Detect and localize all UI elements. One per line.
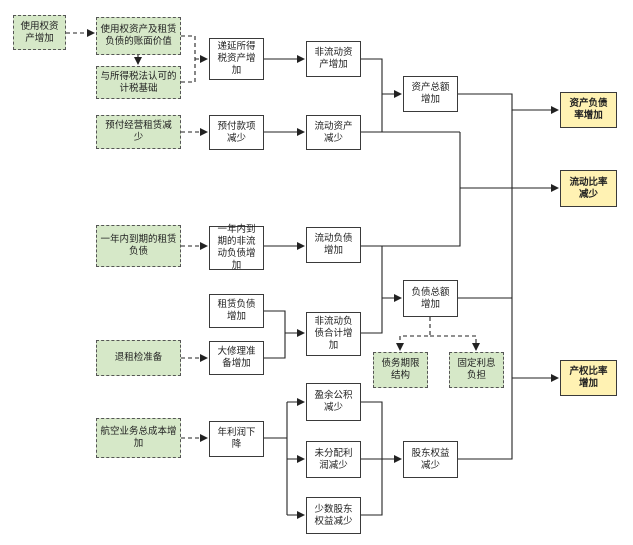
edge-bracket-liab xyxy=(264,310,286,359)
node-label: 非流动负 债合计增 加 xyxy=(314,316,353,351)
node-shareholder-equity: 股东权益 减少 xyxy=(403,441,458,478)
node-label: 航空业务总成本增 加 xyxy=(100,426,177,449)
node-label: 固定利息 负担 xyxy=(457,358,496,381)
edge-to-debt-maturity xyxy=(396,317,431,351)
node-total-assets: 资产总额 增加 xyxy=(403,76,458,112)
node-label: 大修理准 备增加 xyxy=(217,346,256,369)
node-label: 流动负债 增加 xyxy=(314,233,353,256)
node-label: 递延所得 税资产增 加 xyxy=(217,41,256,76)
node-label: 未分配利 润减少 xyxy=(314,447,353,471)
node-noncurrent-assets: 非流动资 产增加 xyxy=(306,41,361,77)
edge-equity-to-bus xyxy=(458,378,513,460)
node-label: 少数股东 权益减少 xyxy=(314,503,353,527)
node-label: 资产总额 增加 xyxy=(411,82,450,105)
node-overhaul-reserve: 大修理准 备增加 xyxy=(209,341,264,375)
node-label: 流动资产 减少 xyxy=(314,120,353,144)
node-lease-due-one-year: 一年内到期的租赁 负债 xyxy=(96,225,181,267)
node-label: 资产负债 率增加 xyxy=(569,98,608,121)
edge-bracket xyxy=(181,35,196,83)
node-current-ratio: 流动比率 减少 xyxy=(560,170,617,207)
node-fixed-interest: 固定利息 负担 xyxy=(449,352,504,388)
node-current-assets: 流动资产 减少 xyxy=(306,115,361,150)
node-label: 预付款项 减少 xyxy=(217,120,256,144)
edge-current-liab-run xyxy=(361,188,461,247)
node-label: 股东权益 减少 xyxy=(411,447,450,471)
node-label: 租赁负债 增加 xyxy=(217,299,256,322)
node-label: 产权比率 增加 xyxy=(569,366,608,389)
node-label: 一年内到期的租赁 负债 xyxy=(100,234,177,257)
node-total-liabilities: 负债总额 增加 xyxy=(403,280,458,317)
node-label: 使用权资产及租赁 负债的账面价值 xyxy=(100,24,177,47)
edge-assets-to-alr xyxy=(458,93,559,114)
edge-to-fixed-interest xyxy=(430,335,480,351)
node-label: 使用权资 产增加 xyxy=(20,20,59,44)
node-debt-maturity: 债务期限 结构 xyxy=(373,352,428,388)
node-prepaid-lease: 预付经营租赁减 少 xyxy=(96,115,181,149)
node-label: 与所得税法认可的 计税基础 xyxy=(100,70,177,94)
node-noncurrent-liabilities: 非流动负 债合计增 加 xyxy=(306,312,361,356)
node-deferred-tax-asset: 递延所得 税资产增 加 xyxy=(209,38,264,80)
node-right-of-use-increase: 使用权资 产增加 xyxy=(13,15,66,50)
node-minority-equity: 少数股东 权益减少 xyxy=(306,497,361,534)
node-asset-liability-ratio: 资产负债 率增加 xyxy=(560,92,617,128)
node-label: 预付经营租赁减 少 xyxy=(105,120,172,143)
node-aviation-cost: 航空业务总成本增 加 xyxy=(96,418,181,458)
node-label: 流动比率 减少 xyxy=(569,176,608,200)
node-current-liabilities: 流动负债 增加 xyxy=(306,227,361,263)
node-undistributed-profit: 未分配利 润减少 xyxy=(306,441,361,478)
node-label: 负债总额 增加 xyxy=(411,286,450,310)
node-lease-liabilities: 租赁负债 增加 xyxy=(209,294,264,328)
node-noncurrent-due-one-year: 一年内到 期的非流 动负债增 加 xyxy=(209,224,264,271)
node-equity-ratio: 产权比率 增加 xyxy=(560,360,617,396)
node-rou-lease-book-value: 使用权资产及租赁 负债的账面价值 xyxy=(96,17,181,55)
node-label: 一年内到 期的非流 动负债增 加 xyxy=(217,224,256,271)
node-tax-basis: 与所得税法认可的 计税基础 xyxy=(96,66,181,99)
node-surplus-reserve: 盈余公积 减少 xyxy=(306,383,361,421)
node-label: 年利润下 降 xyxy=(217,427,256,450)
node-return-overhaul: 退租检准备 xyxy=(96,340,181,376)
edge-bracket-liabilities xyxy=(361,245,383,334)
node-label: 债务期限 结构 xyxy=(381,358,420,381)
node-label: 盈余公积 减少 xyxy=(314,390,353,413)
node-label: 非流动资 产增加 xyxy=(314,47,353,70)
node-prepayment-decrease: 预付款项 减少 xyxy=(209,115,264,150)
node-annual-profit: 年利润下 降 xyxy=(209,421,264,457)
node-label: 退租检准备 xyxy=(114,352,163,363)
edge-bracket-assets xyxy=(361,58,383,133)
